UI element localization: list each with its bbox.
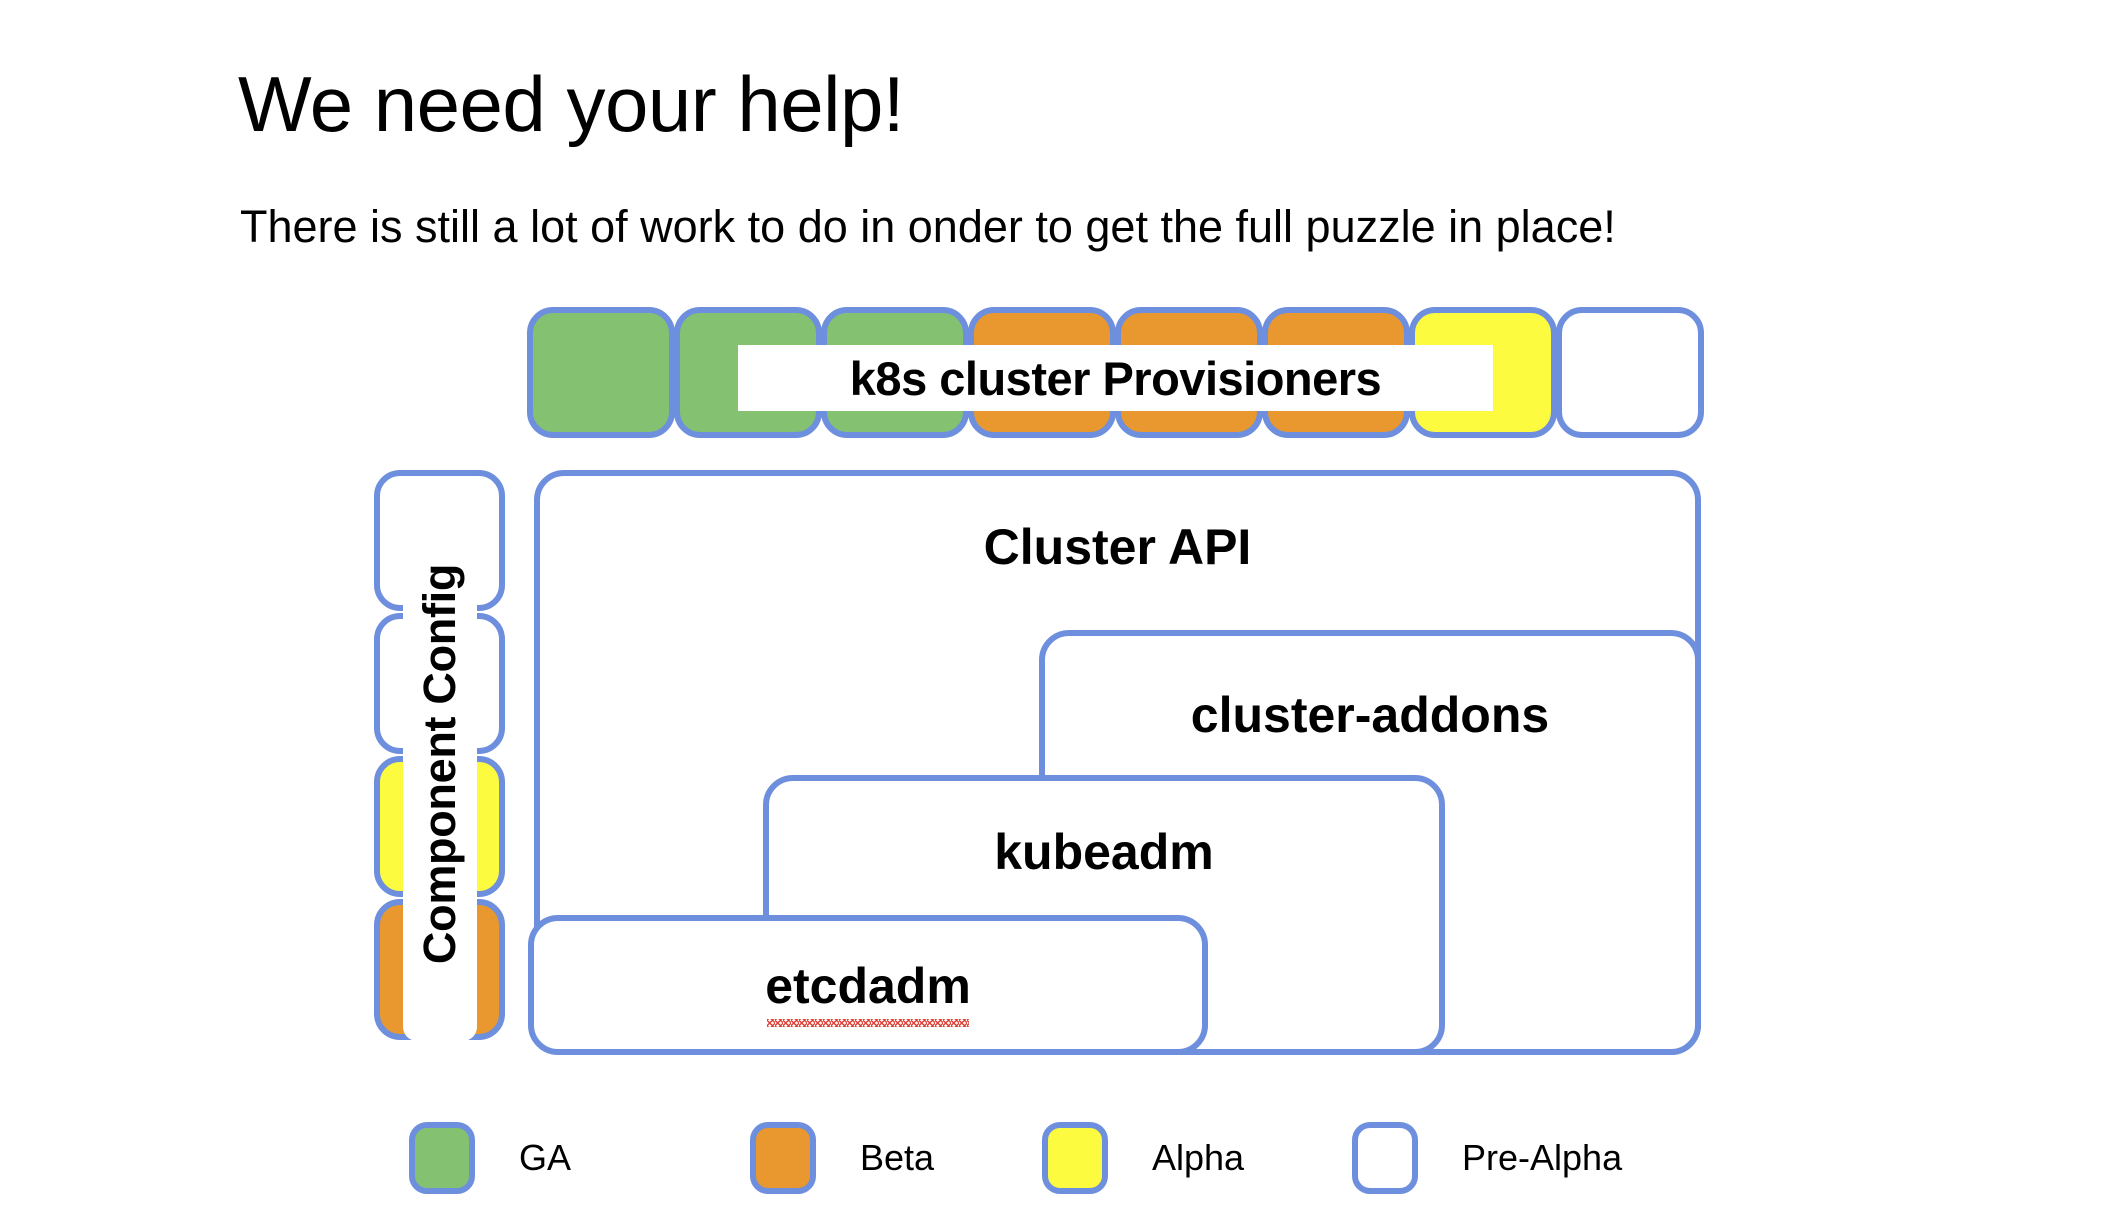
legend-label: Pre-Alpha [1462,1137,1623,1178]
legend: GA Beta Alpha Pre-Alpha [0,1122,2126,1202]
cluster-addons-label: cluster-addons [1190,687,1550,743]
legend-label: Beta [860,1137,935,1178]
provisioner-cell-8[interactable] [1556,307,1704,438]
legend-swatch-beta [750,1122,816,1194]
legend-swatch-pre-alpha [1352,1122,1418,1194]
page-subtitle: There is still a lot of work to do in on… [240,201,1616,252]
legend-label: GA [519,1137,572,1178]
component-config-label-band: Component Config [403,487,477,1041]
etcdadm-label: etcdadm [765,958,971,1014]
spellcheck-underline-icon [767,1019,969,1027]
etcdadm-box[interactable]: etcdadm [528,915,1208,1055]
provisioner-banner: k8s cluster Provisioners [738,345,1493,411]
legend-item-alpha: Alpha [1042,1122,1244,1194]
legend-item-beta: Beta [750,1122,934,1194]
legend-label: Alpha [1152,1137,1245,1178]
legend-swatch-alpha [1042,1122,1108,1194]
page-title: We need your help! [238,60,905,149]
provisioner-banner-label: k8s cluster Provisioners [849,351,1382,405]
legend-item-ga: GA [409,1122,571,1194]
component-config-label: Component Config [414,563,465,965]
cluster-api-label: Cluster API [983,519,1252,575]
etcdadm-spellcheck-wrap: etcdadm [765,957,971,1027]
legend-item-pre-alpha: Pre-Alpha [1352,1122,1622,1194]
legend-swatch-ga [409,1122,475,1194]
provisioner-cell-1[interactable] [527,307,675,438]
etcdadm-label-wrap: etcdadm [534,957,1202,1027]
kubeadm-label: kubeadm [994,824,1214,880]
